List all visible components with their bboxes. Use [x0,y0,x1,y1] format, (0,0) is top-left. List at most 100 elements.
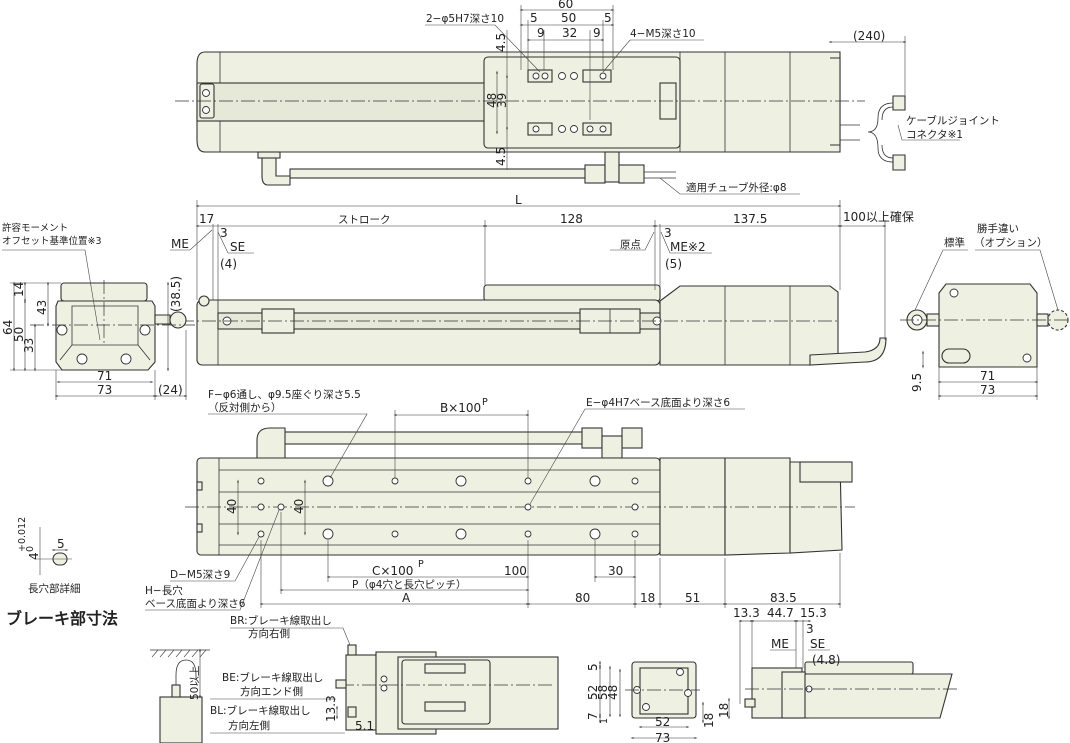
dim-label: 71 [97,369,112,383]
top-table [483,56,681,149]
screw-icon [202,89,210,97]
dim-label: 4.5 [494,33,508,52]
dim-label: 40 [225,499,239,514]
screw-icon [570,125,578,133]
b-pitch-label: B×100 [440,401,481,415]
brake-connector-end [335,679,347,689]
dim-label: 1 [599,718,610,724]
dim-label: 5 [530,11,538,25]
counterbore-icon [322,528,334,540]
dim-label: 3 [220,226,228,240]
dim-label: 137.5 [733,212,767,226]
dim-label: 80 [575,591,590,605]
tap-hole-icon [257,503,265,511]
dim-label: 50 [561,11,576,25]
tap-hole-icon [631,530,639,538]
tolerance-lower: 0 [25,546,36,552]
dim-label: ME [771,637,789,651]
screw-icon [139,324,151,336]
air-tube [289,168,591,179]
dim-label: 30 [608,564,623,578]
hole-note: 2−φ5H7深さ10 [426,13,504,25]
f-hole-note: （反対側から） [208,401,282,414]
counterbore-icon [455,528,467,540]
dim-label: 50以上 [189,666,201,700]
tap-note: 4−M5深さ10 [630,28,696,40]
counterbore-icon [322,475,334,487]
dim-label: 52 [586,685,600,700]
tap-hole-icon [524,477,532,485]
tolerance-upper: +0.012 [17,517,28,552]
screw-icon [56,324,68,336]
dim-label: 128 [560,212,583,226]
be-note: 方向エンド側 [240,685,303,698]
brake-connector-left [347,706,357,718]
pin-hole-icon [532,72,540,80]
f-hole-note: F−φ6通し、φ9.5座ぐり深さ5.5 [208,388,361,401]
br-note: BR:ブレーキ線取出し [230,614,332,627]
dim-label: 83.5 [770,591,797,605]
tap-hole-icon [391,530,399,538]
dim-label: 73 [655,731,670,743]
d-hole-note: D−M5深さ9 [170,569,230,581]
dim-label: 51 [685,591,700,605]
dim-label: 33 [22,338,36,353]
section-title: ブレーキ部寸法 [6,609,118,628]
dim-label: (4) [220,257,237,271]
tap-hole-icon [599,72,607,80]
tap-hole-icon [586,125,594,133]
dim-label: SE [230,240,245,254]
brake-detail-top: BR:ブレーキ線取出し 方向右側 BE:ブレーキ線取出し 方向エンド側 BL:ブ… [210,614,559,735]
brake-detail-end: 5 52 58 48 7 1 52 73 18 [586,660,716,743]
right-end-view: 勝手違い （オプション） 標準 9.5 71 73 [900,222,1070,400]
option-label: （オプション） [974,237,1048,249]
slot-detail: 4 +0.012 0 5 長穴部詳細 [17,517,81,595]
dim-label: 5 [604,11,612,25]
screw-icon [120,353,132,365]
dim-label: 9.5 [910,373,924,392]
br-note: 方向右側 [248,627,290,640]
pitch-superscript: P [482,397,488,408]
dim-label: 5 [57,537,65,551]
dim-label: 5.1 [355,719,374,733]
dim-label: 100以上確保 [843,209,914,224]
dim-label: 40 [292,499,306,514]
dim-label: 52 [655,715,670,729]
dim-label: 71 [980,369,995,383]
dim-label: (240) [853,29,885,43]
slot-hole-icon [277,503,285,511]
standard-label: 標準 [944,236,965,249]
dim-label: 64 [1,320,15,335]
h-slot-note: H−長穴 [145,584,183,597]
screw-icon [380,684,388,692]
screw-icon [570,72,578,80]
tube-note: 適用チューブ外径:φ8 [686,181,787,194]
bl-note: BL:ブレーキ線取出し [210,704,311,717]
tap-hole-icon [257,530,265,538]
dim-label: (4.8) [812,653,840,667]
screw-icon [949,288,959,298]
dim-label: 3 [806,622,814,636]
dim-label: 14 [12,282,26,297]
screw-icon [558,125,566,133]
origin-label: 原点 [620,239,641,251]
dim-label: 5 [586,663,600,671]
tap-hole-icon [631,477,639,485]
brake-connector [744,698,756,708]
dim-label: ME [171,237,189,251]
dim-label: 48 [606,685,620,700]
dim-label: (24) [158,383,183,397]
dim-label: 100 [504,564,527,578]
tap-hole-icon [532,125,540,133]
dim-label: (38.5) [169,276,183,312]
dim-label: 4.5 [494,147,508,166]
dim-label: 43 [35,300,49,315]
dim-label: 18 [717,703,731,718]
dim-label: 7 [586,712,600,720]
brake-detail-clearance: 50以上 [150,648,210,743]
dim-label: 3 [664,226,672,240]
screw-icon [76,353,88,365]
cable-port [941,348,971,364]
bl-note: 方向左側 [228,719,270,732]
bottom-body [196,457,661,556]
